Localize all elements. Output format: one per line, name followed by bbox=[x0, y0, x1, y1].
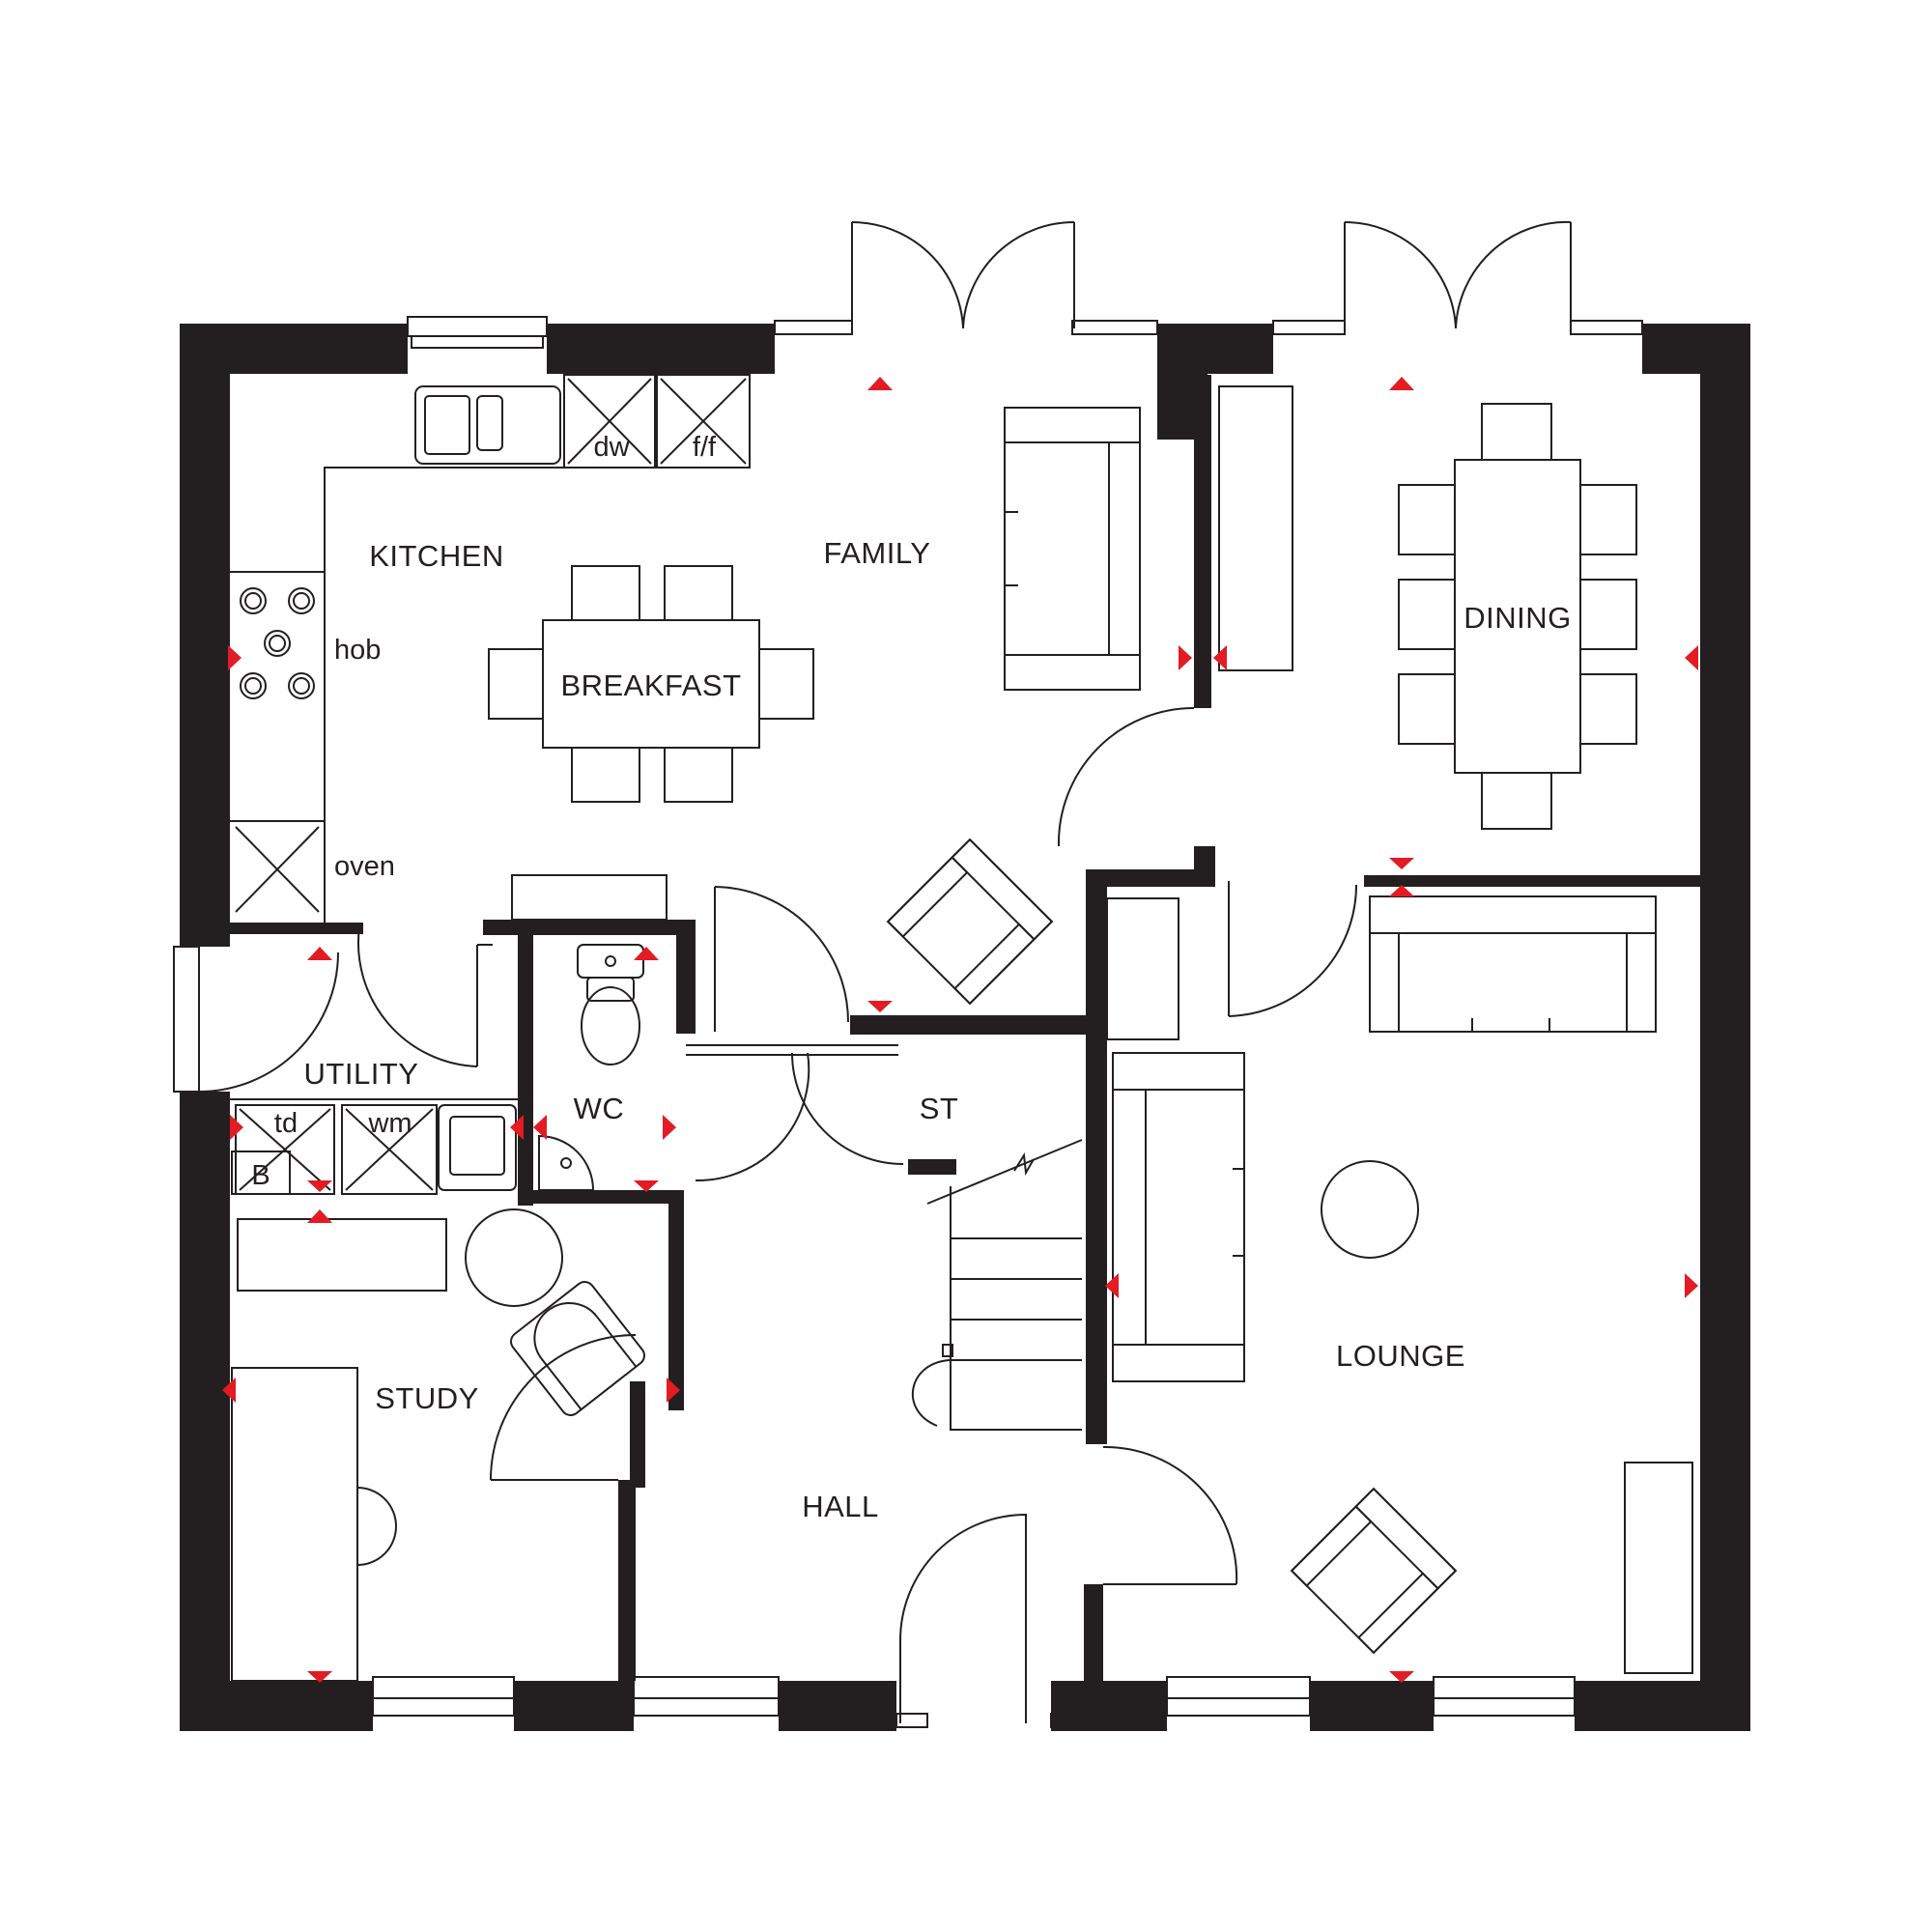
dishwasher-label: dw bbox=[593, 432, 630, 463]
family-sofa bbox=[1004, 407, 1141, 691]
fridge-freezer bbox=[656, 374, 751, 469]
lounge-furniture bbox=[1106, 895, 1693, 1674]
wc-label: WC bbox=[574, 1092, 625, 1125]
red-markers bbox=[222, 377, 1698, 1683]
dining-table bbox=[1398, 403, 1637, 830]
utility-units bbox=[230, 1098, 518, 1195]
doors bbox=[173, 220, 1572, 1723]
breakfast-label: BREAKFAST bbox=[560, 668, 741, 702]
oven-label: oven bbox=[334, 851, 395, 882]
fridge-freezer-label: f/f bbox=[693, 432, 717, 463]
kitchen-label: KITCHEN bbox=[369, 539, 504, 573]
appliance-labels: dw f/f hob oven td wm B bbox=[251, 432, 717, 1191]
hob bbox=[240, 587, 315, 699]
kitchen-units bbox=[230, 373, 565, 923]
lounge-label: LOUNGE bbox=[1336, 1339, 1465, 1373]
dining-label: DINING bbox=[1463, 601, 1572, 635]
washing-machine-label: wm bbox=[367, 1108, 412, 1139]
boiler-label: B bbox=[251, 1160, 270, 1191]
breakfast-table bbox=[488, 565, 814, 803]
exterior-walls bbox=[180, 324, 1750, 1731]
family-label: FAMILY bbox=[824, 536, 931, 570]
wc-fixtures bbox=[538, 944, 644, 1191]
study-furniture bbox=[231, 1208, 645, 1682]
staircase bbox=[911, 1139, 1083, 1431]
study-label: STUDY bbox=[375, 1381, 479, 1415]
hob-label: hob bbox=[334, 635, 381, 666]
st-label: ST bbox=[920, 1092, 959, 1125]
hall-label: HALL bbox=[802, 1490, 879, 1523]
tumble-dryer-label: td bbox=[274, 1108, 298, 1139]
kitchen-shelf bbox=[511, 874, 668, 921]
oven bbox=[235, 826, 320, 913]
dining-sideboard bbox=[1218, 385, 1293, 671]
room-labels: KITCHEN FAMILY BREAKFAST DINING UTILITY … bbox=[304, 536, 1572, 1523]
utility-label: UTILITY bbox=[304, 1057, 419, 1091]
interior-walls bbox=[230, 375, 1700, 1681]
family-armchair bbox=[886, 838, 1054, 1006]
dishwasher bbox=[563, 374, 656, 469]
